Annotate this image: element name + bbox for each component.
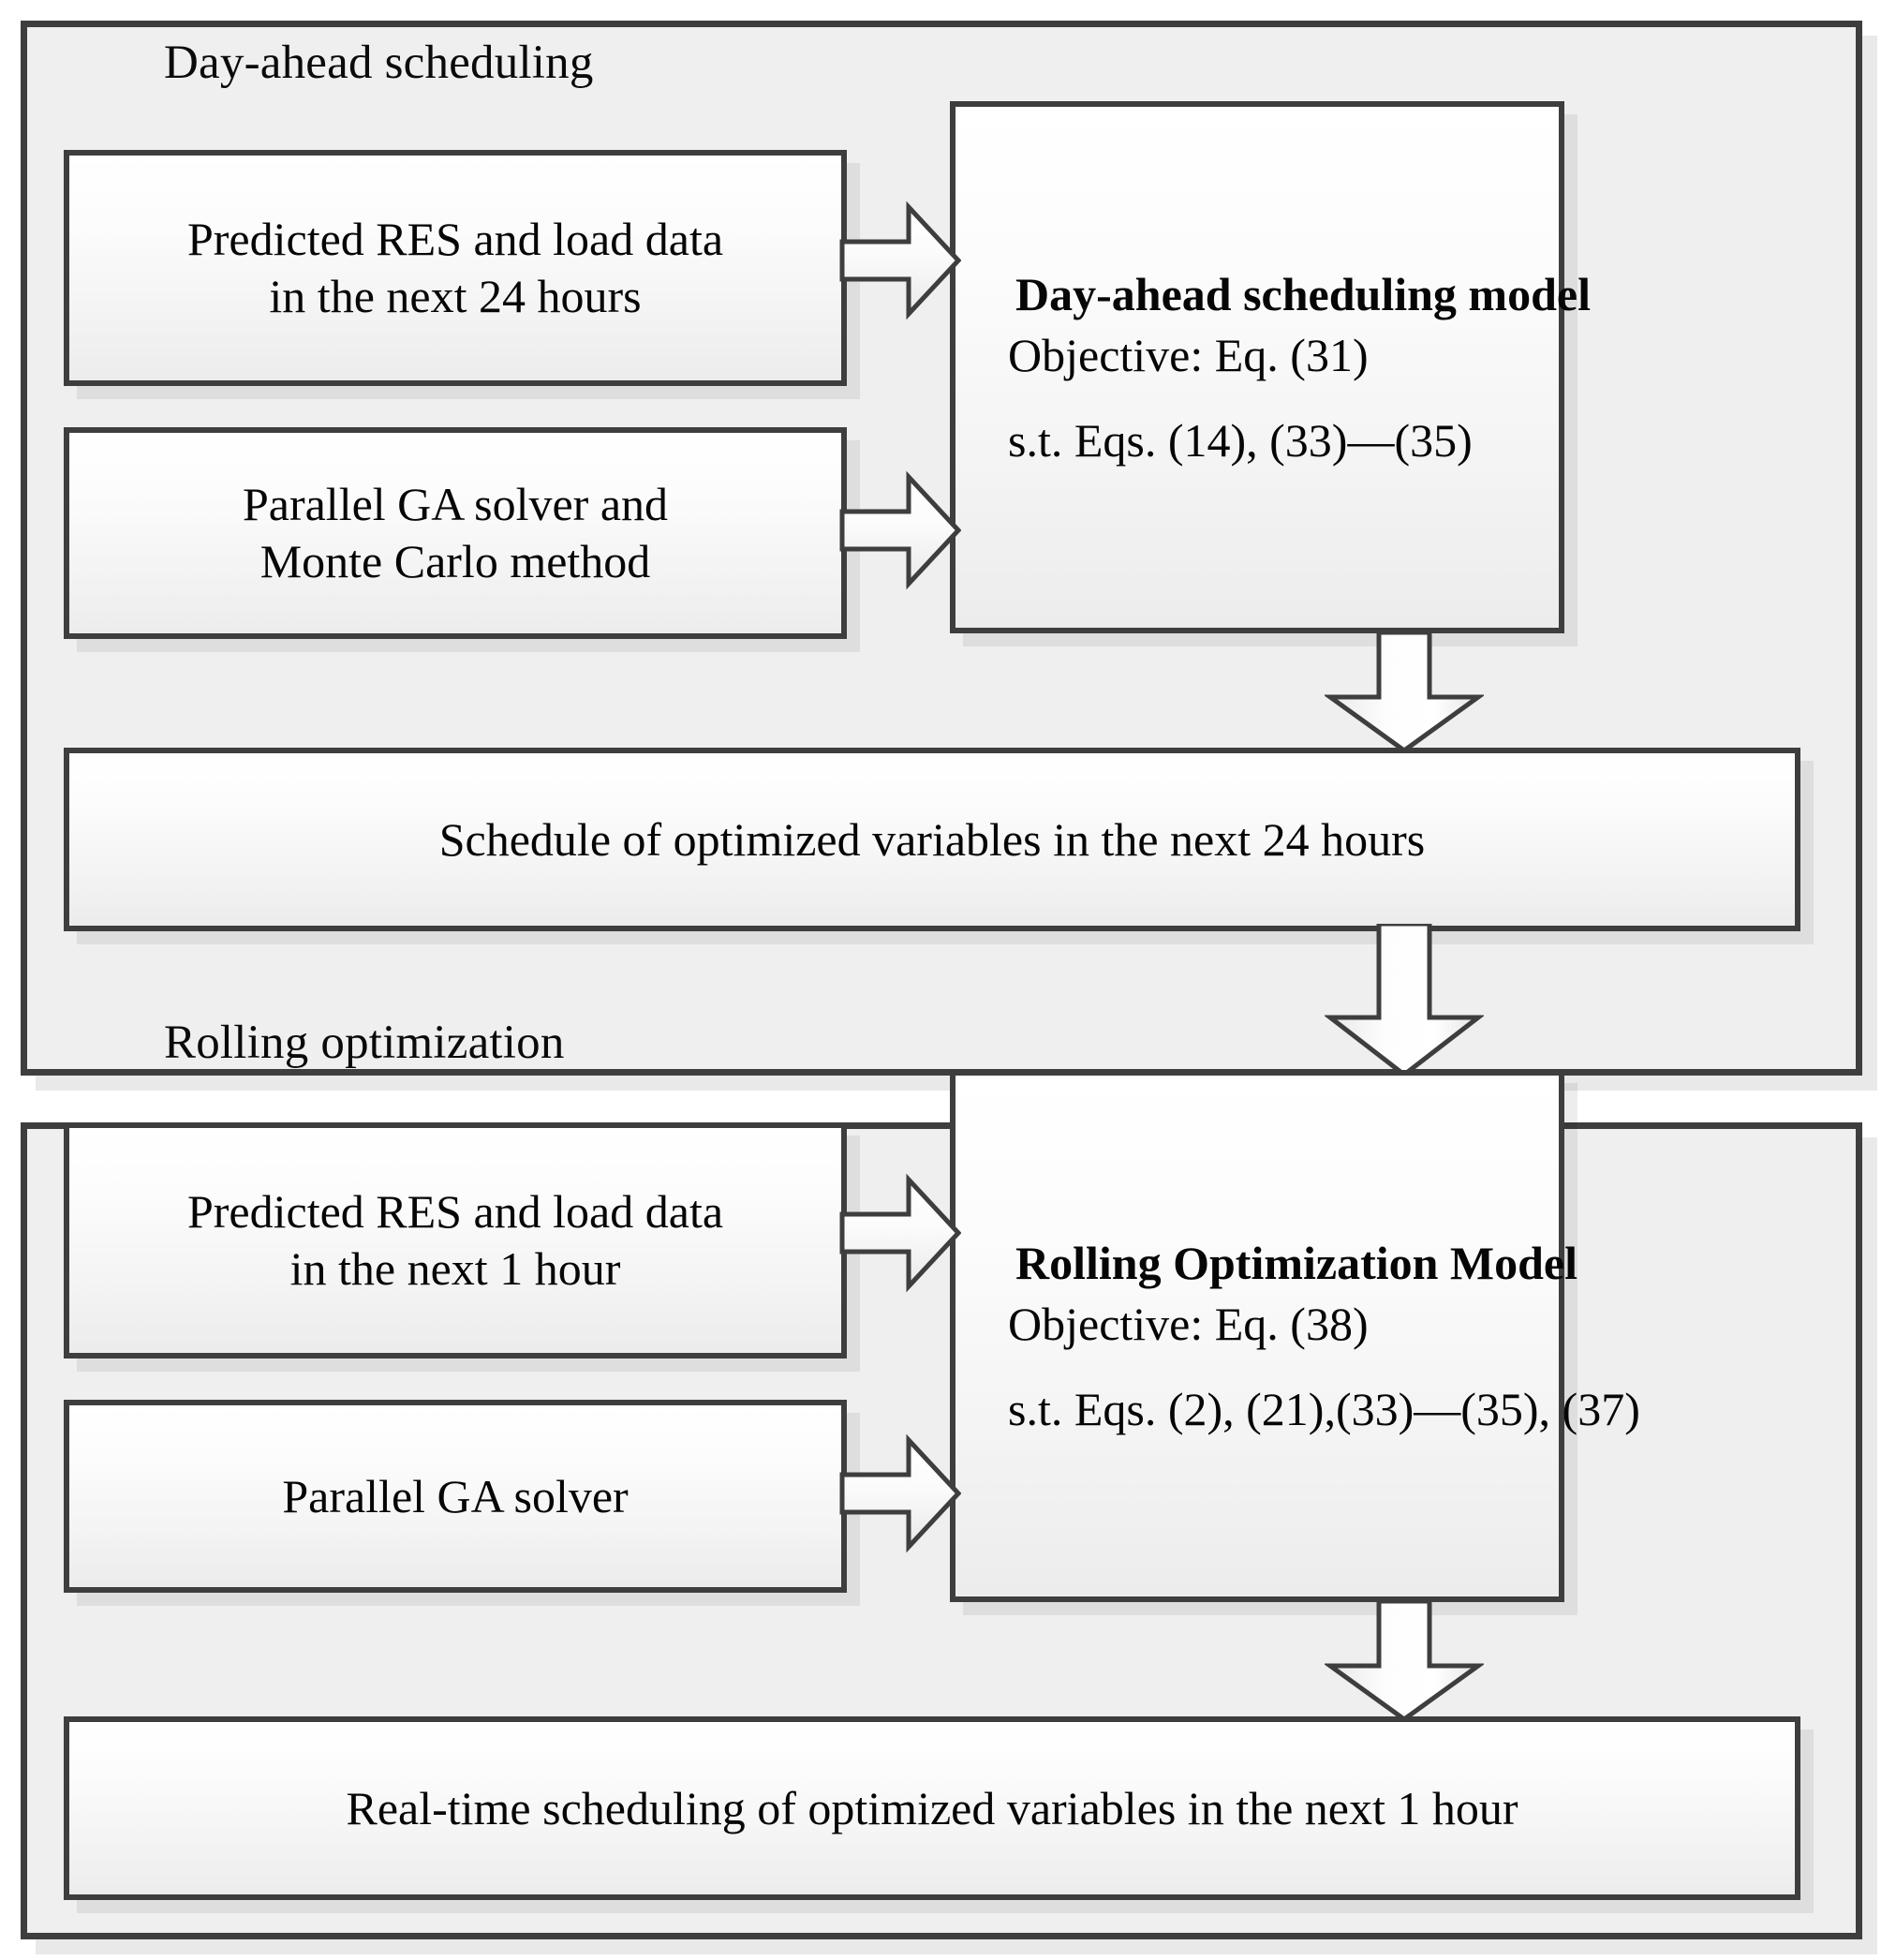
box-line-1: Predicted RES and load data — [186, 213, 724, 265]
panel-title-rolling: Rolling optimization — [164, 1017, 565, 1069]
model-heading: Day-ahead scheduling model — [1015, 267, 1591, 320]
box-line-1: Parallel GA solver — [282, 1469, 629, 1522]
box-line-2: Monte Carlo method — [259, 535, 651, 587]
model-objective: Objective: Eq. (38) — [1008, 1297, 1369, 1350]
box-line-1: Real-time scheduling of optimized variab… — [346, 1781, 1518, 1834]
box-line-2: in the next 24 hours — [269, 270, 642, 322]
model-constraints: s.t. Eqs. (2), (21),(33)—(35), (37) — [1008, 1382, 1640, 1435]
panel-title-day-ahead: Day-ahead scheduling — [164, 37, 594, 89]
box-output-realtime-1h[interactable]: Real-time scheduling of optimized variab… — [64, 1716, 1800, 1900]
box-rolling-optimization-model[interactable]: Rolling Optimization Model Objective: Eq… — [950, 1070, 1640, 1602]
model-heading: Rolling Optimization Model — [1015, 1236, 1578, 1289]
box-input-res-24h[interactable]: Predicted RES and load data in the next … — [64, 150, 847, 386]
model-objective: Objective: Eq. (31) — [1008, 328, 1369, 381]
box-output-schedule-24h[interactable]: Schedule of optimized variables in the n… — [64, 748, 1800, 931]
box-line-1: Schedule of optimized variables in the n… — [438, 812, 1426, 866]
box-day-ahead-scheduling-model[interactable]: Day-ahead scheduling model Objective: Eq… — [950, 101, 1591, 633]
box-line-2: in the next 1 hour — [289, 1242, 621, 1295]
box-input-res-1h[interactable]: Predicted RES and load data in the next … — [64, 1122, 847, 1359]
box-line-1: Predicted RES and load data — [186, 1185, 724, 1238]
box-line-1: Parallel GA solver and — [242, 478, 669, 530]
box-input-solver-monte-carlo[interactable]: Parallel GA solver and Monte Carlo metho… — [64, 427, 847, 639]
model-constraints: s.t. Eqs. (14), (33)—(35) — [1008, 413, 1473, 467]
box-input-parallel-ga-solver[interactable]: Parallel GA solver — [64, 1400, 847, 1593]
